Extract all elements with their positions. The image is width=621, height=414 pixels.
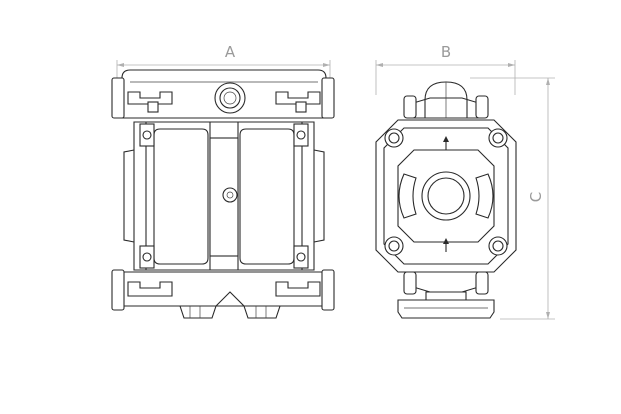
dimension-label-c: C — [527, 192, 545, 202]
dimension-label-a: A — [225, 43, 236, 61]
front-view — [111, 69, 335, 319]
side-view — [375, 81, 517, 319]
dimension-label-b: B — [441, 43, 451, 61]
dimension-a: A — [116, 43, 331, 80]
dimension-c: C — [470, 77, 555, 320]
dimension-b: B — [375, 43, 516, 95]
